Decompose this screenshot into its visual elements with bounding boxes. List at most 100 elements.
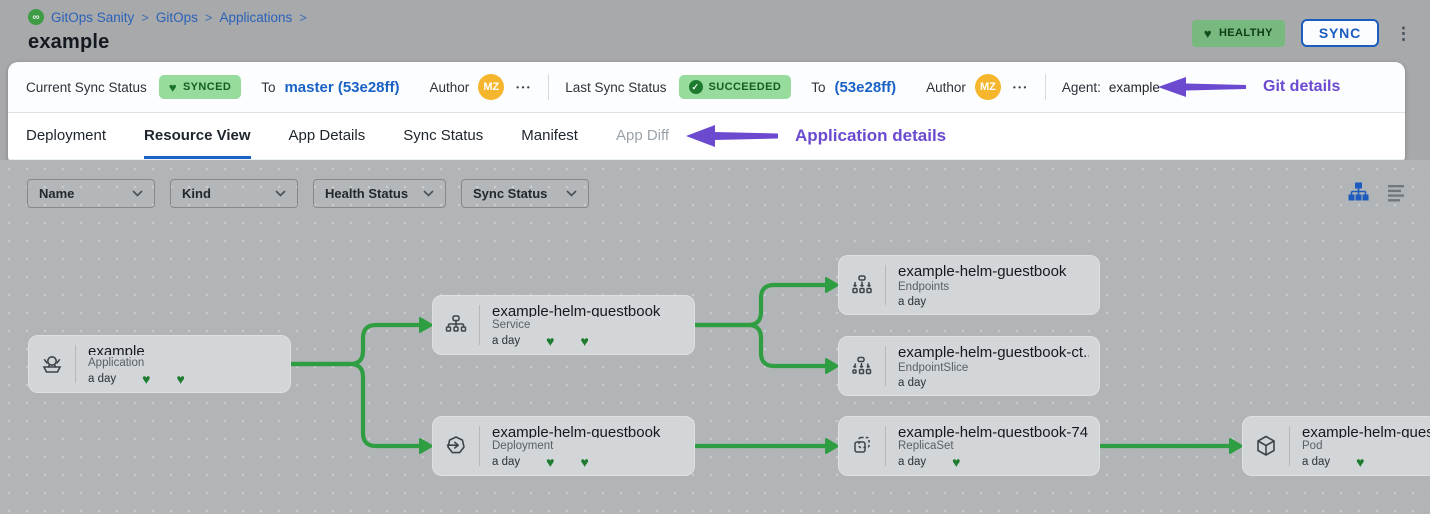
author-avatar: MZ: [478, 74, 505, 100]
health-heart-icon: ♥: [580, 454, 589, 470]
node-deployment-example-helm-guestbook[interactable]: example-helm-guestbook Deployment a day …: [432, 416, 695, 476]
more-options-icon[interactable]: •••: [1012, 82, 1029, 92]
filter-bar: Name Kind Health Status Sync Status: [27, 179, 589, 208]
resource-name: example-helm-guestbook: [492, 424, 661, 438]
health-heart-icon: ♥: [546, 454, 555, 470]
author-avatar: MZ: [974, 74, 1001, 100]
chevron-down-icon: [275, 190, 286, 197]
node-pod-example-helm-guestbook[interactable]: example-helm-guest Pod a day ♥: [1242, 416, 1430, 476]
filter-label: Health Status: [325, 186, 409, 201]
chevron-down-icon: [423, 190, 434, 197]
node-service-example-helm-guestbook[interactable]: example-helm-guestbook Service a day ♥♥: [432, 295, 695, 355]
health-hearts: ♥♥: [520, 455, 589, 469]
application-details-label: Application details: [795, 126, 947, 145]
health-status-badge: ♥ HEALTHY: [1191, 19, 1285, 47]
service-icon: [433, 296, 479, 354]
tab-manifest[interactable]: Manifest: [521, 127, 578, 144]
node-application-example[interactable]: example Application a day ♥♥: [28, 335, 291, 393]
health-status-filter-dropdown[interactable]: Health Status: [313, 179, 446, 208]
resource-age: a day: [1302, 456, 1331, 468]
more-options-icon[interactable]: •••: [516, 82, 533, 92]
breadcrumb-link-applications[interactable]: Applications: [219, 9, 293, 25]
resource-age: a day: [492, 335, 521, 347]
endpointslice-icon: [839, 337, 885, 395]
breadcrumb-separator: >: [299, 9, 307, 25]
check-circle-icon: ✓: [688, 80, 703, 94]
git-details-label: Git details: [1263, 78, 1341, 95]
divider: [479, 305, 480, 345]
view-toggle-group: [1348, 182, 1406, 203]
current-revision-link[interactable]: master (53e28ff): [284, 78, 400, 96]
health-hearts: ♥: [926, 455, 960, 469]
divider: [1044, 74, 1046, 100]
chevron-down-icon: [566, 190, 577, 197]
tab-resource-view[interactable]: Resource View: [144, 113, 251, 159]
agent-label: Agent:: [1061, 79, 1101, 95]
resource-graph-canvas[interactable]: Name Kind Health Status Sync Status: [0, 160, 1430, 514]
health-heart-icon: ♥: [1356, 454, 1365, 470]
name-filter-dropdown[interactable]: Name: [27, 179, 155, 208]
health-heart-icon: ♥: [546, 333, 555, 349]
left-arrow-icon: [686, 125, 778, 147]
divider: [75, 345, 76, 383]
tree-view-icon[interactable]: [1348, 182, 1369, 203]
breadcrumb-link-gitops-sanity[interactable]: GitOps Sanity: [51, 9, 135, 25]
author-label: Author: [429, 79, 470, 95]
top-header: ∞ GitOps Sanity > GitOps > Applications …: [0, 0, 1430, 62]
node-replicaset-example-helm-guestbook-74[interactable]: example-helm-guestbook-74... ReplicaSet …: [838, 416, 1100, 476]
resource-kind: EndpointSlice: [898, 362, 969, 374]
resource-kind: Pod: [1302, 440, 1323, 452]
health-hearts: ♥: [1330, 455, 1364, 469]
resource-age: a day: [898, 296, 927, 308]
tab-app-details[interactable]: App Details: [288, 127, 366, 144]
tab-app-diff[interactable]: App Diff: [615, 127, 670, 144]
divider: [885, 265, 886, 305]
replicaset-icon: [839, 417, 885, 475]
resource-name: example-helm-guest: [1302, 424, 1430, 438]
health-badge-label: HEALTHY: [1218, 27, 1273, 39]
node-endpoints-example-helm-guestbook[interactable]: example-helm-guestbook Endpoints a day: [838, 255, 1100, 315]
endpoints-icon: [839, 256, 885, 314]
resource-kind: Service: [492, 319, 531, 331]
sync-status-bar: Current Sync Status ♥ SYNCED To master (…: [8, 62, 1405, 112]
filter-label: Sync Status: [473, 186, 548, 201]
tab-deployment[interactable]: Deployment: [26, 127, 107, 144]
resource-age: a day: [898, 456, 927, 468]
deployment-icon: [433, 417, 479, 475]
filter-label: Kind: [182, 186, 211, 201]
tab-sync-status[interactable]: Sync Status: [403, 127, 484, 144]
chevron-down-icon: [132, 190, 143, 197]
resource-kind: Endpoints: [898, 281, 950, 293]
succeeded-badge-label: SUCCEEDED: [708, 81, 782, 93]
breadcrumb-separator: >: [141, 9, 149, 25]
to-label: To: [811, 79, 826, 95]
sync-status-filter-dropdown[interactable]: Sync Status: [461, 179, 589, 208]
agent-value: example: [1108, 79, 1160, 95]
node-endpointslice-example-helm-guestbook-ct[interactable]: example-helm-guestbook-ct... EndpointSli…: [838, 336, 1100, 396]
gitops-logo-icon: ∞: [28, 9, 44, 25]
left-arrow-icon: [1158, 77, 1246, 97]
breadcrumb-separator: >: [204, 9, 213, 25]
divider: [885, 346, 886, 386]
breadcrumb-link-gitops[interactable]: GitOps: [155, 9, 198, 25]
health-hearts: ♥♥: [520, 334, 589, 348]
header-actions: ♥ HEALTHY SYNC ⋮: [1191, 19, 1412, 47]
succeeded-badge: ✓ SUCCEEDED: [678, 75, 792, 99]
list-view-icon[interactable]: [1386, 183, 1406, 202]
last-revision-link[interactable]: (53e28ff): [834, 78, 897, 96]
resource-kind: ReplicaSet: [898, 440, 954, 452]
kind-filter-dropdown[interactable]: Kind: [170, 179, 298, 208]
resource-name: example-helm-guestbook-74...: [898, 424, 1089, 438]
health-heart-icon: ♥: [952, 454, 961, 470]
sync-button[interactable]: SYNC: [1300, 19, 1379, 47]
filter-label: Name: [39, 186, 75, 201]
divider: [1289, 426, 1290, 466]
resource-age: a day: [898, 377, 927, 389]
pod-icon: [1243, 417, 1289, 475]
last-sync-status-label: Last Sync Status: [565, 79, 667, 95]
kebab-menu-icon[interactable]: ⋮: [1395, 23, 1412, 43]
divider: [479, 426, 480, 466]
current-sync-status-label: Current Sync Status: [26, 79, 147, 95]
health-heart-icon: ♥: [142, 371, 151, 387]
resource-name: example-helm-guestbook: [898, 263, 1067, 279]
